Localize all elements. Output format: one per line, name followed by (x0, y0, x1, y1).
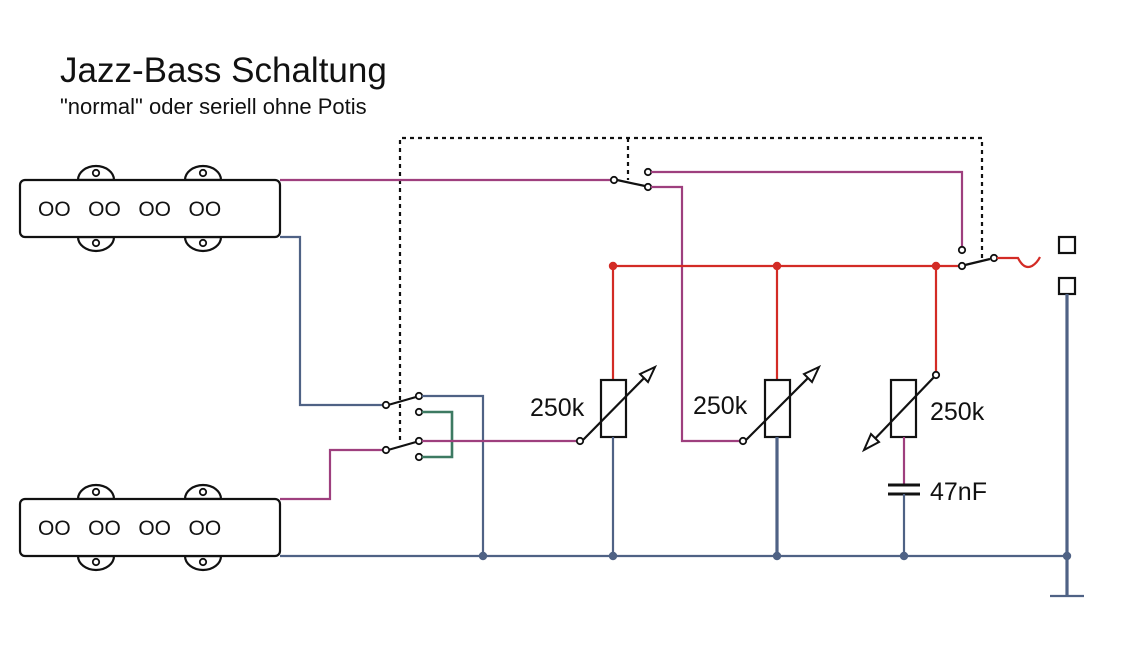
capacitor-tone (888, 483, 920, 556)
wire-upper-switch-to-pot2 (651, 185, 742, 443)
pickup-bridge-poles: OO OO OO OO (38, 517, 221, 540)
wire-neck-ground (280, 235, 386, 407)
switch-upper (609, 167, 653, 192)
diagram-subtitle: "normal" oder seriell ohne Potis (60, 94, 367, 119)
switch-link-green (422, 410, 454, 459)
switch-output (957, 245, 999, 271)
switch-series-parallel (381, 391, 424, 462)
wire-bridge-hot (280, 448, 386, 501)
capacitor-tone-label: 47nF (930, 478, 987, 506)
pot-volume-2 (738, 364, 822, 556)
pickup-neck-poles: OO OO OO OO (38, 198, 221, 221)
pickup-bridge: OO OO OO OO (18, 483, 282, 572)
pot-volume-2-label: 250k (693, 392, 748, 420)
switch-mechanical-link (398, 136, 984, 440)
pot-tone-label: 250k (930, 398, 985, 426)
wire-switch-ground (422, 394, 485, 556)
ground-bus (280, 294, 1084, 598)
pickup-neck: OO OO OO OO (18, 164, 282, 253)
output-jack-tip (997, 256, 1041, 269)
wire-upper-switch-to-output-switch (651, 170, 964, 248)
output-jack-terminals (1057, 235, 1077, 296)
pot-tone (861, 370, 941, 484)
pot-volume-1-label: 250k (530, 394, 585, 422)
signal-bus (608, 261, 959, 380)
pot-volume-1 (575, 364, 658, 556)
diagram-title: Jazz-Bass Schaltung (60, 51, 387, 90)
